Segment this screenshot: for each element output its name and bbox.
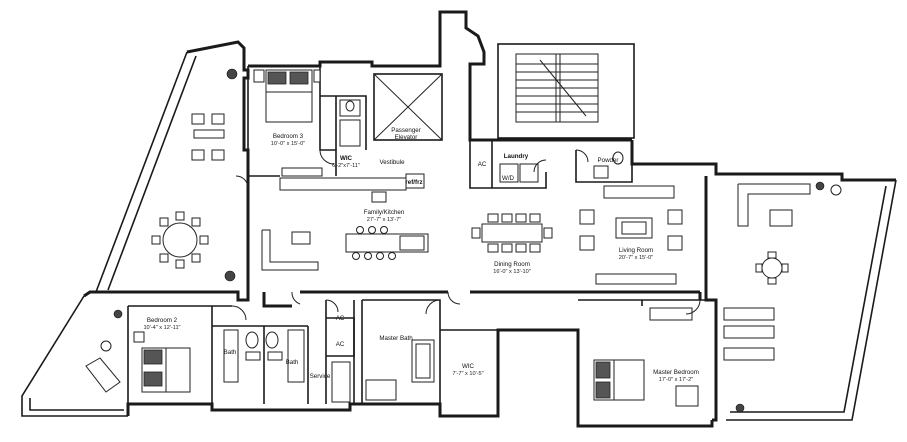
stairs xyxy=(515,53,599,123)
label-bedroom-2: Bedroom 2 xyxy=(147,317,178,324)
label-powder: Powder xyxy=(598,157,619,164)
label-wic-top: WIC xyxy=(340,155,353,162)
dims-bedroom-2: 10'-4" x 12'-11" xyxy=(143,325,180,331)
label-counter: ref/frz xyxy=(405,179,422,186)
lounge-chairs-left xyxy=(191,113,225,161)
master-bath-fixtures xyxy=(365,339,435,401)
label-wd: W/D xyxy=(502,175,515,182)
room-labels: Bedroom 3 10'-0" x 15'-0" WIC 6'-2"x7'-1… xyxy=(143,127,698,383)
round-table-right-terrace xyxy=(755,251,789,285)
dims-wic-top: 6'-2"x7'-11" xyxy=(332,163,360,169)
dims-living-room: 20'-7" x 15'-0" xyxy=(619,255,653,261)
top-wall xyxy=(248,10,632,142)
living-room-seating xyxy=(579,185,683,285)
dims-bedroom-3: 10'-0" x 15'-0" xyxy=(271,141,305,147)
bed-bedroom-2 xyxy=(133,331,191,393)
label-family-kitchen: Family/Kitchen xyxy=(364,209,405,216)
label-laundry: Laundry xyxy=(504,153,529,160)
label-elevator-1: Passenger xyxy=(391,127,421,134)
left-terrace-wall xyxy=(83,40,250,302)
label-ac-service-bottom: AC xyxy=(336,341,345,348)
label-living-room: Living Room xyxy=(619,247,653,254)
round-table-left-terrace xyxy=(151,211,209,269)
dining-table xyxy=(471,213,553,253)
label-bedroom-3: Bedroom 3 xyxy=(273,133,304,140)
door-swings xyxy=(231,149,701,321)
bed-master xyxy=(593,307,699,407)
label-master-bedroom: Master Bedroom xyxy=(653,369,699,376)
label-bath-right: Bath xyxy=(286,359,299,366)
sectional-sofa-family xyxy=(261,229,319,271)
label-wic-master: WIC xyxy=(462,363,475,370)
bath-fixtures xyxy=(223,329,351,403)
furniture xyxy=(85,69,842,407)
dims-dining-room: 16'-0" x 13'-10" xyxy=(493,269,531,275)
kitchen-island xyxy=(345,226,429,260)
label-vestibule: Vestibule xyxy=(379,159,405,166)
dims-wic-master: 7'-7" x 10'-5" xyxy=(452,371,483,377)
lounge-chairs-right xyxy=(723,307,775,361)
kitchen-counter xyxy=(279,177,407,191)
label-service: Service xyxy=(310,373,331,380)
label-elevator-2: Elevator xyxy=(395,134,418,141)
lounger-lower-left xyxy=(85,340,121,393)
plants xyxy=(113,68,825,413)
dims-master-bedroom: 17'-0" x 17'-2" xyxy=(659,377,693,383)
dims-family-kitchen: 27'-7" x 13'-7" xyxy=(367,217,401,223)
label-ac-service-top: AC xyxy=(336,315,345,322)
label-bath-left: Bath xyxy=(224,349,237,356)
label-master-bath: Master Bath xyxy=(379,335,413,342)
right-terrace-wall xyxy=(726,179,897,421)
sectional-sofa-terrace xyxy=(737,183,842,227)
label-dining-room: Dining Room xyxy=(494,261,530,268)
interior-walls xyxy=(127,66,716,404)
label-ac-laundry: AC xyxy=(478,161,487,168)
